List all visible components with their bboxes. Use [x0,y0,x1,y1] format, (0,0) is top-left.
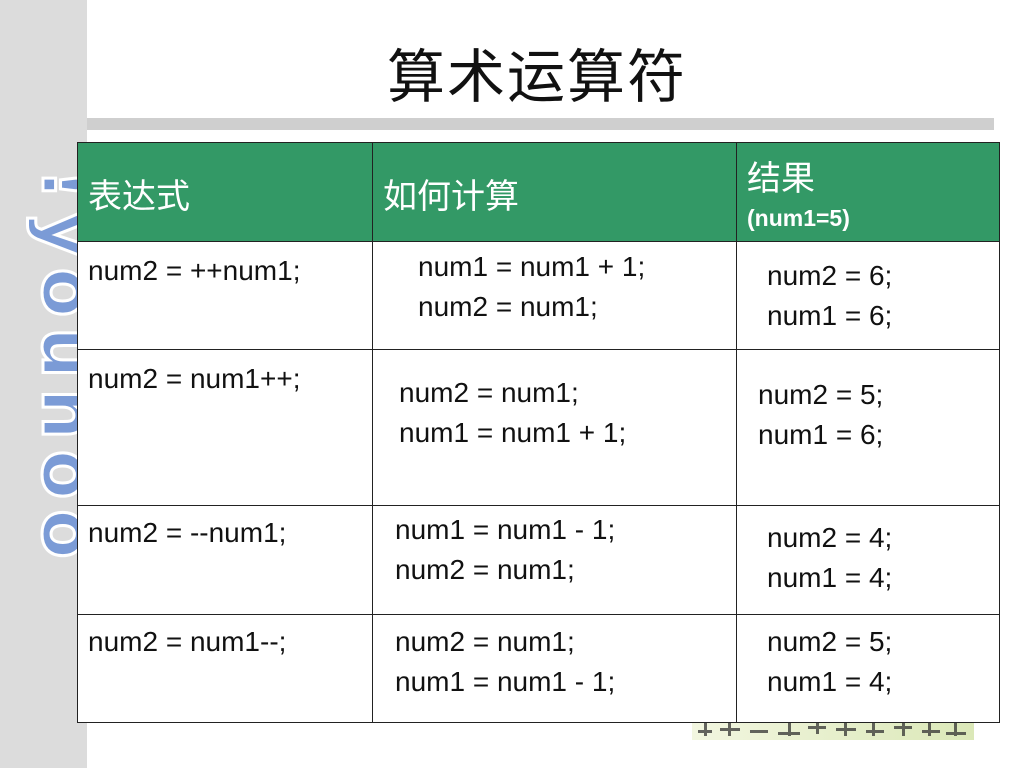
result-line-2: num1 = 6; [767,300,893,331]
how-cell: num1 = num1 + 1; num2 = num1; [372,241,737,350]
result-cell: num2 = 6; num1 = 6; [736,241,1000,350]
expression-text: num2 = num1--; [88,626,287,657]
how-line-2: num1 = num1 + 1; [399,417,627,448]
expression-cell: num2 = num1--; [77,614,373,723]
header-expression: 表达式 [77,142,373,242]
table-header-row: 表达式 如何计算 结果 (num1=5) [77,142,1000,242]
header-result-note: (num1=5) [747,205,850,231]
header-how-label: 如何计算 [383,177,519,217]
how-line-2: num2 = num1; [418,291,598,322]
result-line-2: num1 = 4; [767,666,893,697]
result-cell: num2 = 5; num1 = 4; [736,614,1000,723]
operator-table: 表达式 如何计算 结果 (num1=5) num2 = ++num1; num1… [77,142,1000,723]
expression-cell: num2 = ++num1; [77,241,373,350]
header-result: 结果 (num1=5) [736,142,1000,242]
result-cell: num2 = 5; num1 = 6; [736,349,1000,506]
table-row: num2 = --num1; num1 = num1 - 1; num2 = n… [77,505,1000,615]
how-line-2: num1 = num1 - 1; [395,666,616,697]
how-line-1: num2 = num1; [399,377,579,408]
expression-text: num2 = ++num1; [88,255,301,286]
result-line-1: num2 = 6; [767,260,893,291]
how-line-1: num1 = num1 - 1; [395,514,616,545]
how-cell: num2 = num1; num1 = num1 - 1; [372,614,737,723]
table-row: num2 = num1--; num2 = num1; num1 = num1 … [77,614,1000,723]
header-result-label: 结果 [747,159,815,199]
result-cell: num2 = 4; num1 = 4; [736,505,1000,615]
how-line-1: num2 = num1; [395,626,575,657]
wordmark-text: !youhoo [26,168,87,569]
result-line-2: num1 = 4; [767,562,893,593]
slide-title: 算术运算符 [386,43,687,111]
table-row: num2 = ++num1; num1 = num1 + 1; num2 = n… [77,241,1000,350]
expression-text: num2 = --num1; [88,517,287,548]
result-line-1: num2 = 5; [758,379,884,410]
vertical-wordmark-logo: !youhoo [0,148,88,678]
how-cell: num1 = num1 - 1; num2 = num1; [372,505,737,615]
result-line-1: num2 = 4; [767,522,893,553]
expression-cell: num2 = --num1; [77,505,373,615]
result-line-1: num2 = 5; [767,626,893,657]
title-divider [87,118,994,130]
header-expression-label: 表达式 [88,177,190,217]
expression-cell: num2 = num1++; [77,349,373,506]
how-line-2: num2 = num1; [395,554,575,585]
left-side-band [0,0,87,768]
table-row: num2 = num1++; num2 = num1; num1 = num1 … [77,349,1000,506]
result-line-2: num1 = 6; [758,419,884,450]
expression-text: num2 = num1++; [88,363,301,394]
header-how: 如何计算 [372,142,737,242]
how-line-1: num1 = num1 + 1; [418,251,646,282]
how-cell: num2 = num1; num1 = num1 + 1; [372,349,737,506]
